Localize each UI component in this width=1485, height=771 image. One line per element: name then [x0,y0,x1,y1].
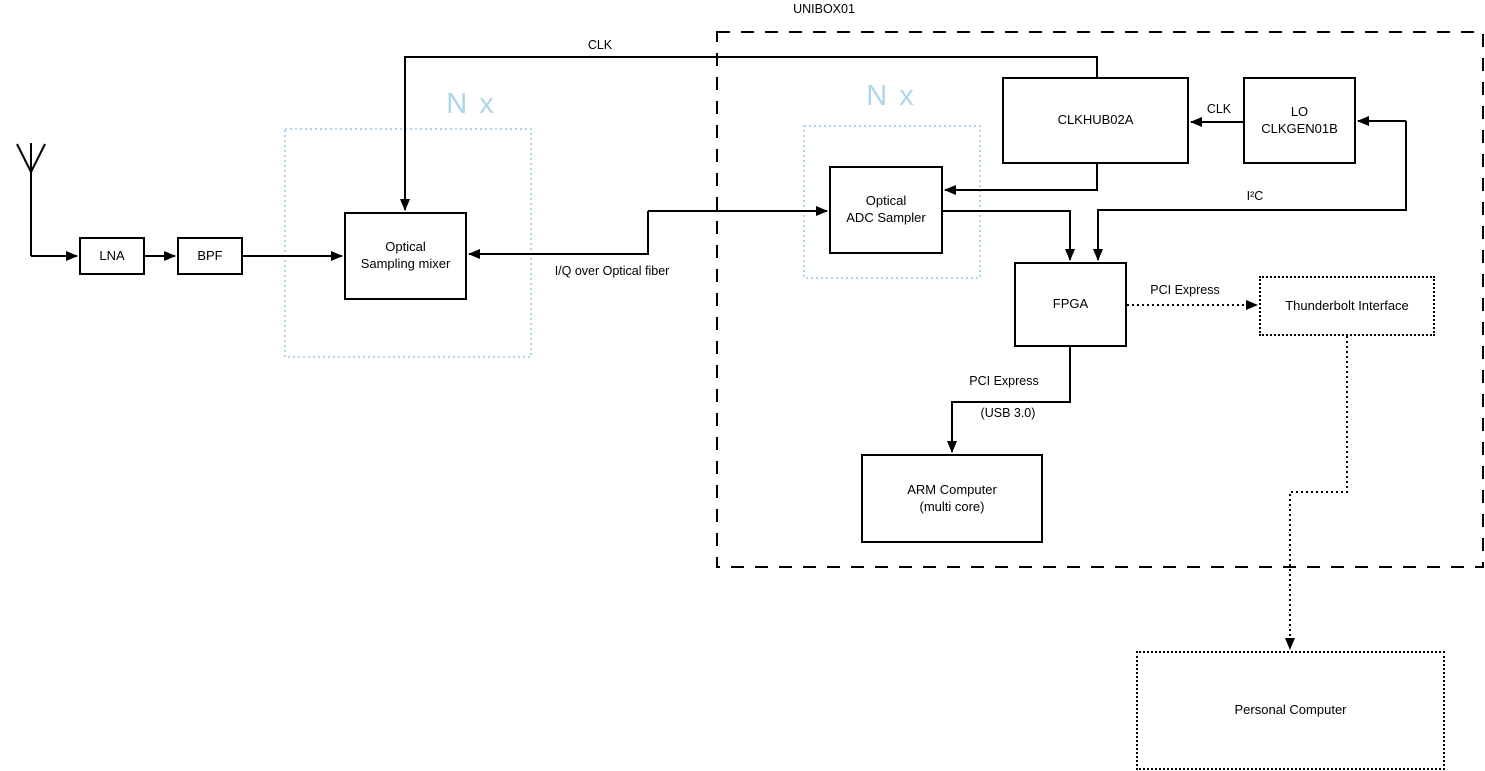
edge-label-i2c: I²C [1246,189,1264,203]
node-arm-computer: ARM Computer (multi core) [861,454,1043,543]
unibox01-title: UNIBOX01 [793,2,855,16]
unibox01-enclosure [716,31,1484,568]
nx-label-left: N x [446,88,496,120]
edge-adc-fpga [943,210,1075,261]
edge-label-usb30: (USB 3.0) [980,406,1036,420]
edge-thunderbolt-pc [1285,336,1348,650]
edge-clkhub-adc [944,164,1098,195]
edge-label-iq-fiber: I/Q over Optical fiber [554,264,670,278]
edge-fpga-arm [947,347,1071,453]
node-fpga: FPGA [1014,262,1127,347]
edge-label-clk-lo-hub: CLK [1206,102,1232,116]
node-thunderbolt-interface: Thunderbolt Interface [1259,276,1435,336]
edge-label-pcie-thunderbolt: PCI Express [1150,283,1220,297]
node-optical-sampling-mixer: Optical Sampling mixer [344,212,467,300]
edge-label-pcie-arm: PCI Express [969,374,1039,388]
edge-label-clk-top: CLK [587,38,613,52]
node-optical-adc-sampler: Optical ADC Sampler [829,166,943,254]
node-personal-computer: Personal Computer [1136,651,1445,770]
edge-clk-to-mixer [400,56,1098,211]
antenna-icon [16,143,46,256]
nx-label-right: N x [866,80,916,112]
nx-group-left-frame [284,128,532,358]
nx-group-right-frame [803,125,981,279]
edge-i2c-to-fpga [1093,121,1407,261]
node-clkhub02a: CLKHUB02A [1002,77,1189,164]
node-bpf: BPF [177,237,243,275]
node-lo-clkgen01b: LO CLKGEN01B [1243,77,1356,164]
edge-fiber-to-mixer [468,211,649,259]
node-lna: LNA [79,237,145,275]
